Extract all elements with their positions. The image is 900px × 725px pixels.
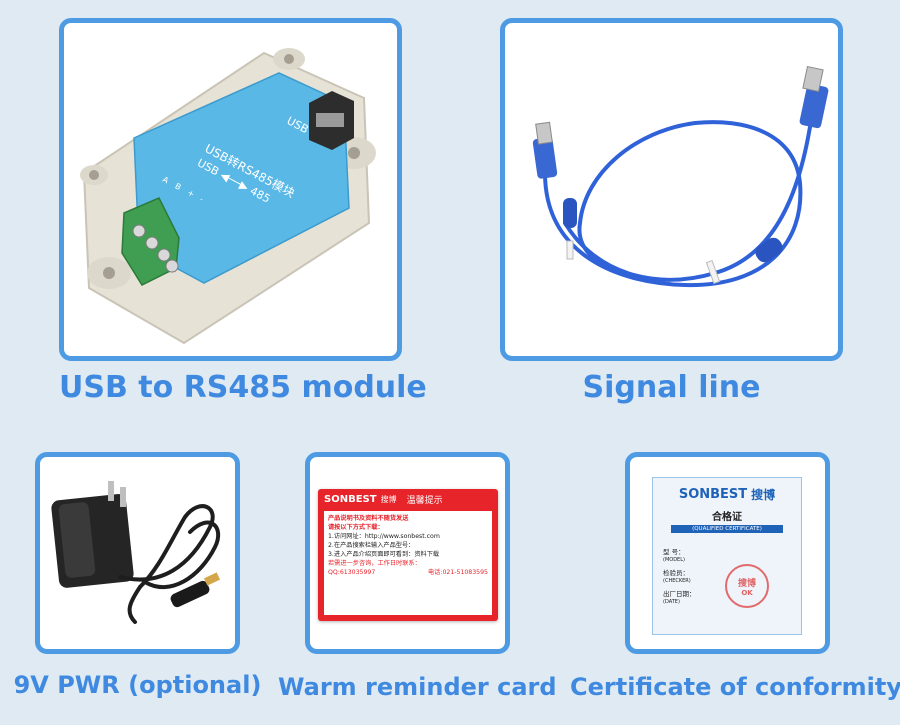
reminder-card-caption: Warm reminder card bbox=[278, 673, 557, 701]
reminder-card-image: SONBEST 搜博 温馨提示 产品说明书及资料不随货发送 请按以下方式下载： … bbox=[318, 489, 498, 621]
terminal-label-minus: - bbox=[198, 195, 205, 204]
certificate-model-en: (MODEL) bbox=[663, 557, 685, 563]
certificate-title: 合格证 bbox=[712, 512, 742, 523]
certificate-date-row: 出厂日期： (DATE) bbox=[663, 590, 795, 606]
signal-line-card bbox=[500, 18, 843, 361]
certificate-checker-cn: 检验员： bbox=[663, 569, 689, 577]
certificate-model-row: 型 号： (MODEL) bbox=[663, 548, 795, 564]
signal-line-caption: Signal line bbox=[582, 370, 761, 405]
inspection-stamp-icon: 搜博 OK bbox=[725, 564, 769, 608]
certificate-checker-en: (CHECKER) bbox=[663, 578, 691, 584]
certificate-checker-row: 检验员： (CHECKER) bbox=[663, 569, 795, 585]
stamp-ok: OK bbox=[741, 588, 753, 597]
reminder-brand-cn: 搜博 bbox=[380, 495, 397, 504]
certificate-caption: Certificate of conformity bbox=[570, 673, 900, 701]
certificate-title-en: (QUALIFIED CERTIFICATE) bbox=[671, 525, 783, 533]
reminder-card-header: SONBEST 搜博 温馨提示 bbox=[318, 489, 498, 508]
reminder-consult: 若需进一步咨询，工作日时联系： bbox=[328, 560, 421, 567]
stamp-text: 搜博 bbox=[737, 578, 756, 589]
power-adapter-caption: 9V PWR (optional) bbox=[13, 671, 262, 699]
certificate-card: SONBEST 搜博 合格证 (QUALIFIED CERTIFICATE) 型… bbox=[625, 452, 830, 654]
reminder-step1: 1.访问网址：http://www.sonbest.com bbox=[328, 533, 440, 540]
terminal-label-a: A bbox=[161, 175, 171, 186]
module-card: USB转RS485模块 USB ◀──▶ 485 USB A B + - bbox=[59, 18, 402, 361]
power-adapter-card bbox=[35, 452, 240, 654]
reminder-brand: SONBEST bbox=[324, 494, 377, 505]
module-caption: USB to RS485 module bbox=[59, 370, 427, 405]
terminal-label-b: B bbox=[173, 181, 182, 192]
certificate-brand: SONBEST bbox=[678, 487, 748, 502]
reminder-header-cn: 温馨提示 bbox=[406, 496, 443, 506]
reminder-line1: 产品说明书及资料不随货发送 bbox=[328, 515, 409, 522]
certificate-image: SONBEST 搜博 合格证 (QUALIFIED CERTIFICATE) 型… bbox=[652, 477, 802, 635]
certificate-model-cn: 型 号： bbox=[663, 548, 685, 556]
usb-rs485-module-image: USB转RS485模块 USB ◀──▶ 485 USB A B + - bbox=[80, 48, 376, 345]
certificate-fields: 型 号： (MODEL) 检验员： (CHECKER) 出厂日期： (DATE) bbox=[663, 548, 795, 606]
usb-cable-image bbox=[532, 65, 829, 288]
reminder-qq: QQ:613035997 bbox=[328, 569, 376, 576]
certificate-header: SONBEST 搜博 bbox=[653, 486, 801, 503]
reminder-phone: 电话:021-51083595 bbox=[428, 569, 488, 576]
reminder-card-body: 产品说明书及资料不随货发送 请按以下方式下载： 1.访问网址：http://ww… bbox=[324, 511, 492, 615]
terminal-label-plus: + bbox=[186, 188, 196, 199]
reminder-card: SONBEST 搜博 温馨提示 产品说明书及资料不随货发送 请按以下方式下载： … bbox=[305, 452, 510, 654]
power-adapter-image bbox=[51, 481, 221, 624]
reminder-step2: 2.在产品搜索栏输入产品型号： bbox=[328, 542, 415, 549]
reminder-step3: 3.进入产品介绍页面即可看到：资料下载 bbox=[328, 551, 440, 558]
reminder-contact-row: QQ:613035997 电话:021-51083595 bbox=[328, 568, 488, 577]
certificate-date-cn: 出厂日期： bbox=[663, 590, 696, 598]
reminder-line2: 请按以下方式下载： bbox=[328, 524, 384, 531]
certificate-brand-cn: 搜博 bbox=[751, 488, 776, 502]
certificate-date-en: (DATE) bbox=[663, 599, 680, 605]
